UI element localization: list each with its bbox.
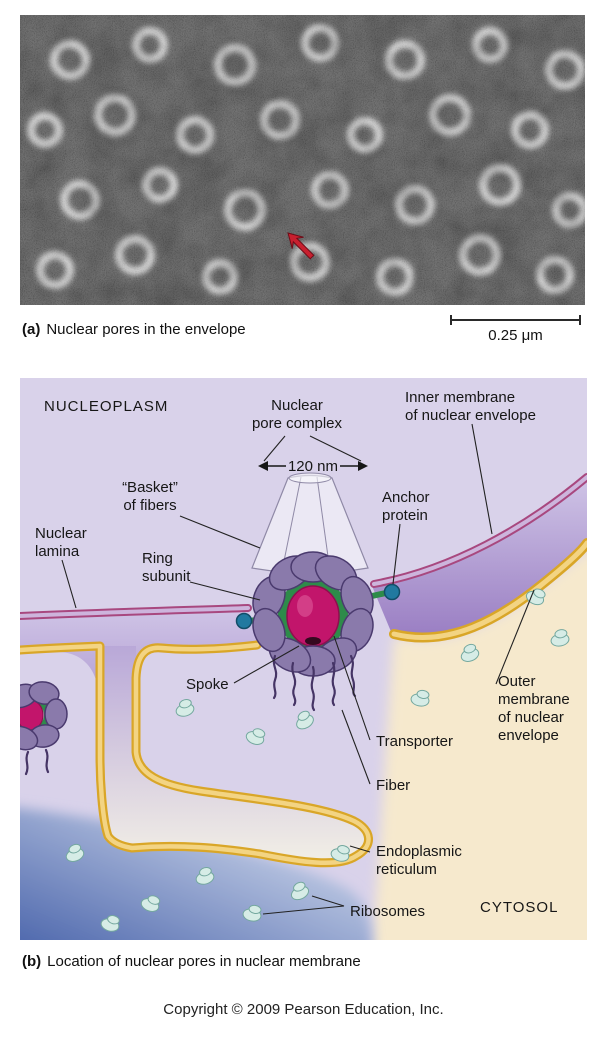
leader-lines bbox=[61, 423, 535, 915]
diagram-labels: NUCLEOPLASM CYTOSOL Nuclear pore complex… bbox=[35, 389, 570, 920]
pore-arrow-icon bbox=[287, 232, 315, 260]
label-anchor-1: Anchor bbox=[382, 489, 430, 506]
label-lamina-1: Nuclear bbox=[35, 525, 87, 542]
label-inner-membrane-1: Inner membrane bbox=[405, 389, 515, 406]
label-spoke: Spoke bbox=[186, 676, 229, 693]
label-basket-2: of fibers bbox=[123, 497, 176, 514]
dimension-arrow bbox=[258, 461, 368, 471]
label-inner-membrane-2: of nuclear envelope bbox=[405, 407, 536, 424]
label-npc-1: Nuclear bbox=[271, 397, 323, 414]
label-fiber: Fiber bbox=[376, 777, 410, 794]
caption-b: (b) Location of nuclear pores in nuclear … bbox=[22, 953, 361, 970]
label-size: 120 nm bbox=[288, 458, 338, 475]
label-outer-2: membrane bbox=[498, 691, 570, 708]
perinuclear-space-right bbox=[372, 478, 587, 637]
partial-pore-complex bbox=[20, 681, 68, 776]
anchor-proteins bbox=[235, 583, 401, 630]
label-npc-2: pore complex bbox=[252, 415, 343, 432]
basket-of-fibers bbox=[251, 472, 369, 574]
scale-bar-label: 0.25 μm bbox=[488, 327, 543, 344]
inner-membrane-left bbox=[20, 604, 252, 620]
caption-b-prefix: (b) bbox=[22, 953, 42, 970]
label-cytosol: CYTOSOL bbox=[480, 899, 558, 916]
ribosomes-group bbox=[65, 588, 570, 932]
label-outer-4: envelope bbox=[498, 727, 559, 744]
outer-membrane-left-and-er bbox=[20, 640, 373, 868]
label-ring-2: subunit bbox=[142, 568, 191, 585]
label-transporter: Transporter bbox=[376, 733, 453, 750]
label-er-1: Endoplasmic bbox=[376, 843, 462, 860]
ring-subunits bbox=[252, 551, 374, 677]
label-lamina-2: lamina bbox=[35, 543, 80, 560]
label-ring-1: Ring bbox=[142, 550, 173, 567]
caption-a-prefix: (a) bbox=[22, 321, 41, 338]
micrograph-noise-coarse bbox=[20, 15, 585, 305]
label-outer-3: of nuclear bbox=[498, 709, 564, 726]
diagram-panel: NUCLEOPLASM CYTOSOL Nuclear pore complex… bbox=[20, 378, 587, 940]
inner-membrane-right bbox=[370, 473, 587, 588]
label-basket-1: “Basket” bbox=[122, 479, 178, 496]
anchor-connector-right bbox=[371, 590, 387, 599]
cytosol-region bbox=[372, 550, 587, 940]
scale-bar: 0.25 μm bbox=[450, 314, 581, 344]
copyright-footer: Copyright © 2009 Pearson Education, Inc. bbox=[163, 1001, 444, 1018]
label-nucleoplasm: NUCLEOPLASM bbox=[44, 398, 168, 415]
label-outer-1: Outer bbox=[498, 673, 536, 690]
label-er-2: reticulum bbox=[376, 861, 437, 878]
label-ribosomes: Ribosomes bbox=[350, 903, 425, 920]
label-anchor-2: protein bbox=[382, 507, 428, 524]
nuclear-pore-complex bbox=[235, 472, 401, 712]
caption-b-text: Location of nuclear pores in nuclear mem… bbox=[47, 953, 361, 970]
micrograph-panel bbox=[20, 15, 585, 305]
caption-a-text: Nuclear pores in the envelope bbox=[46, 321, 246, 338]
caption-a: (a) Nuclear pores in the envelope bbox=[22, 321, 246, 338]
transporter bbox=[286, 585, 340, 647]
scale-bar-line bbox=[450, 315, 581, 325]
